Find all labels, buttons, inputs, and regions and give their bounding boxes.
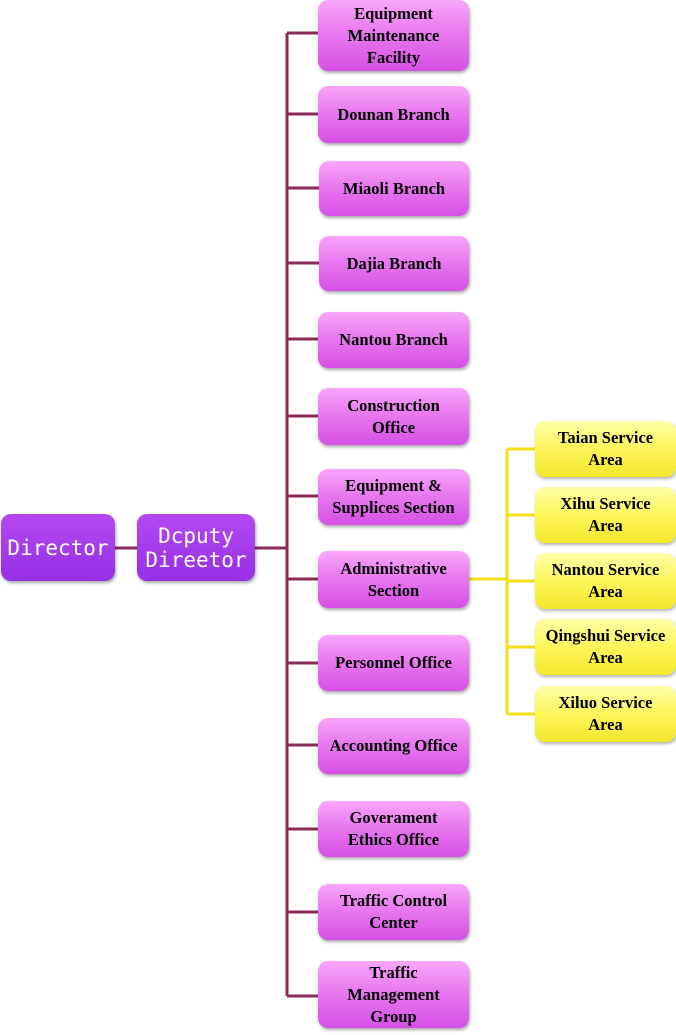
deputy-director-node: Dcputy Direetor — [137, 514, 255, 581]
unit-node: Equipment & Supplices Section — [318, 469, 469, 525]
unit-label: Equipment Maintenance Facility — [347, 3, 440, 67]
service-area-node: Qingshui Service Area — [535, 619, 676, 675]
unit-label: Goverament Ethics Office — [347, 808, 440, 849]
director-label: Director — [7, 535, 109, 560]
service-area-label: Xihu Service Area — [560, 494, 651, 535]
service-area-node: Xiluo Service Area — [535, 686, 676, 742]
unit-label: Miaoli Branch — [342, 178, 446, 198]
unit-node: Miaoli Branch — [319, 161, 469, 216]
unit-label: Administrative Section — [340, 558, 447, 600]
unit-label: Nantou Branch — [339, 330, 448, 349]
unit-node: Accounting Office — [318, 718, 469, 774]
unit-label: Dounan Branch — [337, 104, 450, 124]
unit-node: Dajia Branch — [319, 236, 469, 291]
service-area-node: Taian Service Area — [535, 421, 676, 477]
unit-node: Traffic Control Center — [318, 884, 469, 940]
director-node: Director — [1, 514, 115, 581]
unit-label: Traffic Management Group — [347, 962, 440, 1026]
service-area-label: Xiluo Service Area — [558, 693, 653, 734]
unit-label: Personnel Office — [335, 653, 452, 672]
unit-node: Goverament Ethics Office — [318, 801, 469, 857]
unit-label: Traffic Control Center — [339, 891, 448, 932]
unit-node: Personnel Office — [318, 635, 469, 691]
service-area-label: Taian Service Area — [557, 428, 654, 469]
unit-node: Traffic Management Group — [318, 961, 469, 1028]
service-area-node: Nantou Service Area — [535, 553, 676, 609]
service-area-node: Xihu Service Area — [535, 487, 676, 543]
unit-label: Accounting Office — [329, 736, 458, 755]
unit-label: Construction Office — [347, 395, 440, 437]
unit-node: Construction Office — [318, 388, 469, 445]
unit-node: Dounan Branch — [318, 86, 469, 143]
unit-label: Dajia Branch — [346, 253, 442, 273]
deputy-director-label: Dcputy Direetor — [145, 523, 247, 572]
unit-node: Equipment Maintenance Facility — [318, 0, 469, 71]
unit-node: Administrative Section — [318, 551, 469, 608]
unit-label: Equipment & Supplices Section — [332, 476, 455, 517]
service-area-label: Nantou Service Area — [551, 560, 660, 601]
unit-node: Nantou Branch — [318, 312, 469, 368]
service-area-label: Qingshui Service Area — [545, 626, 666, 667]
